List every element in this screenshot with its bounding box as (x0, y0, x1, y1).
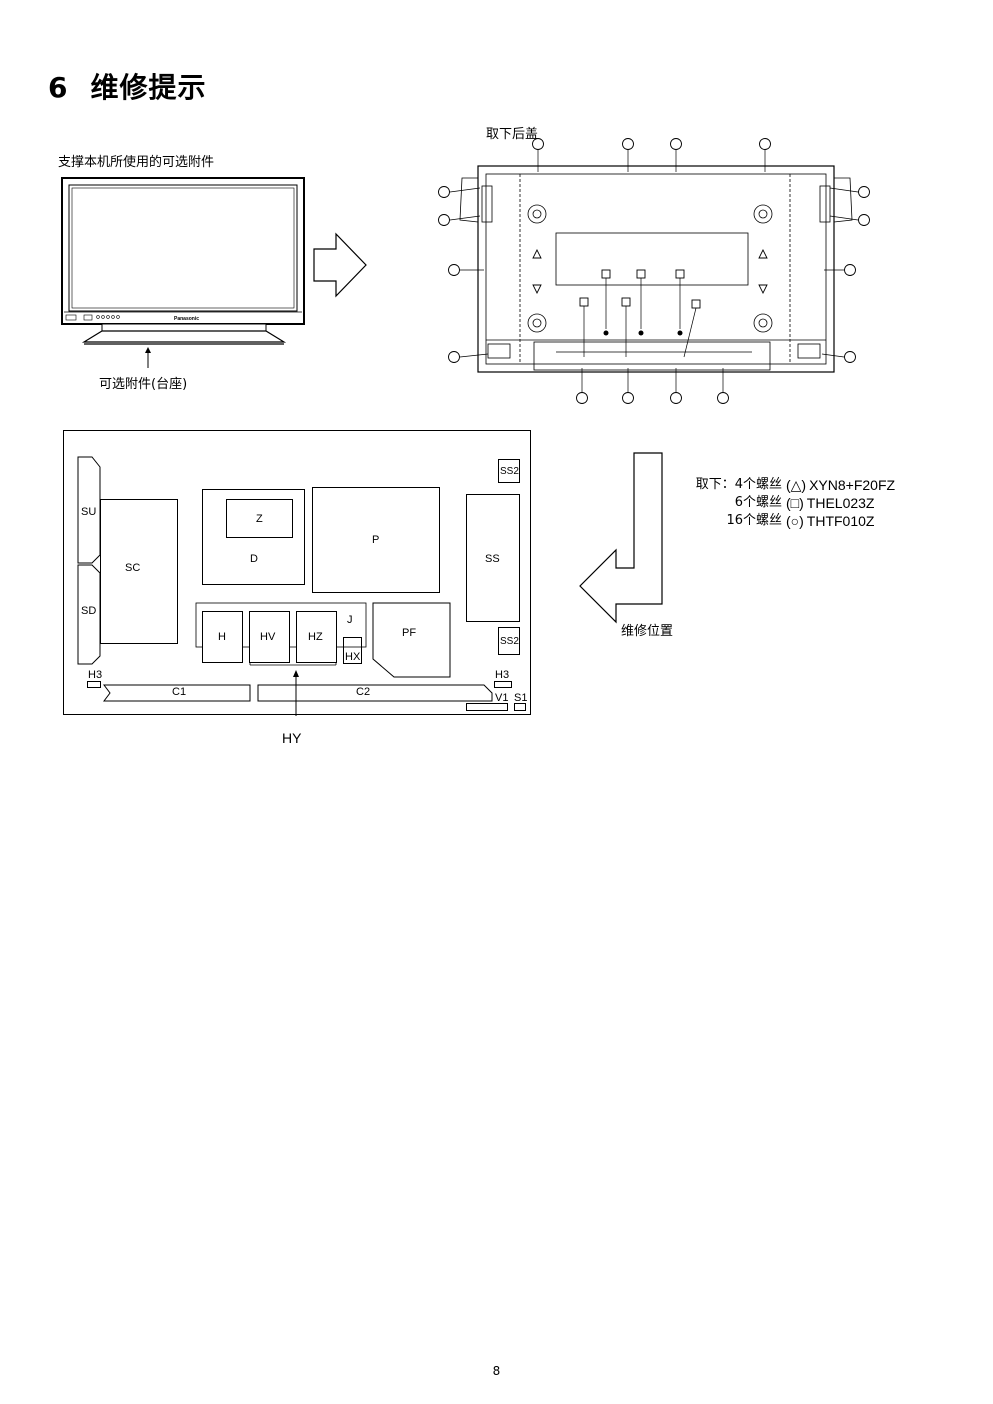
board-su-label: SU (81, 506, 97, 518)
board-ss2-top-label: SS2 (500, 466, 519, 477)
board-h3-left-label: H3 (88, 669, 103, 681)
section-number: 6 (48, 71, 69, 104)
board-ss-label: SS (485, 553, 500, 565)
board-c2-shape (257, 684, 493, 702)
service-position-caption: 维修位置 (621, 624, 674, 639)
rear-cover-caption: 取下后盖 (486, 127, 539, 142)
board-v1 (466, 703, 508, 711)
board-pf-shape (372, 602, 451, 678)
board-hx: HX (343, 637, 362, 664)
board-hx-label: HX (345, 651, 361, 663)
tv-caption-bottom: 可选附件(台座) (99, 377, 188, 392)
board-hz: HZ (296, 611, 337, 663)
board-s1 (514, 703, 526, 711)
board-pf-label: PF (402, 627, 417, 639)
board-d-label: D (250, 553, 258, 565)
board-h: H (202, 611, 243, 663)
screw-symbol: (○) (786, 513, 804, 529)
board-sd-shape (77, 564, 101, 665)
board-z-label: Z (256, 513, 263, 525)
board-sc-label: SC (125, 562, 141, 574)
screw-row: 取下：4个螺丝 (△) XYN8+F20FZ (686, 476, 895, 494)
board-s1-label: S1 (514, 692, 528, 704)
board-shapes (77, 456, 493, 716)
screw-part-number: THEL023Z (806, 495, 875, 511)
tv-front-illustration: Panasonic (61, 177, 305, 368)
screw-count: 16个螺丝 (726, 513, 782, 528)
screw-row: 6个螺丝 (□) THEL023Z (686, 494, 895, 512)
screw-count: 6个螺丝 (734, 495, 782, 510)
board-layout-frame: SU SD SC Z D P SS2 SS SS2 H HV HZ J HX P… (63, 430, 531, 716)
board-h-label: H (218, 631, 226, 643)
board-c1-label: C1 (172, 686, 187, 698)
screw-part-number: THTF010Z (806, 513, 875, 529)
right-arrow-icon (313, 232, 367, 298)
board-hv: HV (249, 611, 290, 663)
screw-symbol: (□) (786, 495, 804, 511)
screw-row: 16个螺丝 (○) THTF010Z (686, 512, 895, 530)
screw-symbol: (△) (786, 477, 807, 493)
rear-cover-illustration (438, 138, 870, 404)
board-ss: SS (466, 494, 520, 622)
board-h3-right-label: H3 (495, 669, 510, 681)
section-heading: 维修提示 (90, 71, 207, 104)
board-z: Z (226, 499, 293, 538)
tv-brand-logo: Panasonic (174, 316, 199, 322)
tv-caption-top: 支撑本机所使用的可选附件 (58, 155, 215, 170)
board-ss2-top: SS2 (498, 459, 520, 483)
board-d: Z D (202, 489, 305, 585)
board-c2-label: C2 (356, 686, 371, 698)
l-arrow-icon (579, 452, 663, 624)
board-sd-label: SD (81, 605, 97, 617)
board-hv-label: HV (260, 631, 276, 643)
board-p: P (312, 487, 440, 593)
section-title: 6 维修提示 (48, 66, 207, 106)
board-v1-label: V1 (495, 692, 509, 704)
screw-part-number: XYN8+F20FZ (809, 477, 896, 493)
board-h3-right (494, 681, 512, 688)
board-ss2-bottom: SS2 (498, 627, 520, 655)
board-p-label: P (372, 534, 380, 546)
page-number: 8 (492, 1364, 501, 1378)
screw-table: 取下：4个螺丝 (△) XYN8+F20FZ 6个螺丝 (□) THEL023Z… (686, 476, 895, 530)
board-j-label: J (347, 614, 353, 626)
board-c1-shape (103, 684, 251, 702)
board-sc: SC (100, 499, 178, 644)
board-hz-label: HZ (308, 631, 323, 643)
board-ss2-bottom-label: SS2 (500, 636, 519, 647)
screw-count: 取下：4个螺丝 (695, 477, 782, 492)
board-h3-left (87, 681, 101, 688)
hy-pointer-label: HY (282, 730, 302, 746)
